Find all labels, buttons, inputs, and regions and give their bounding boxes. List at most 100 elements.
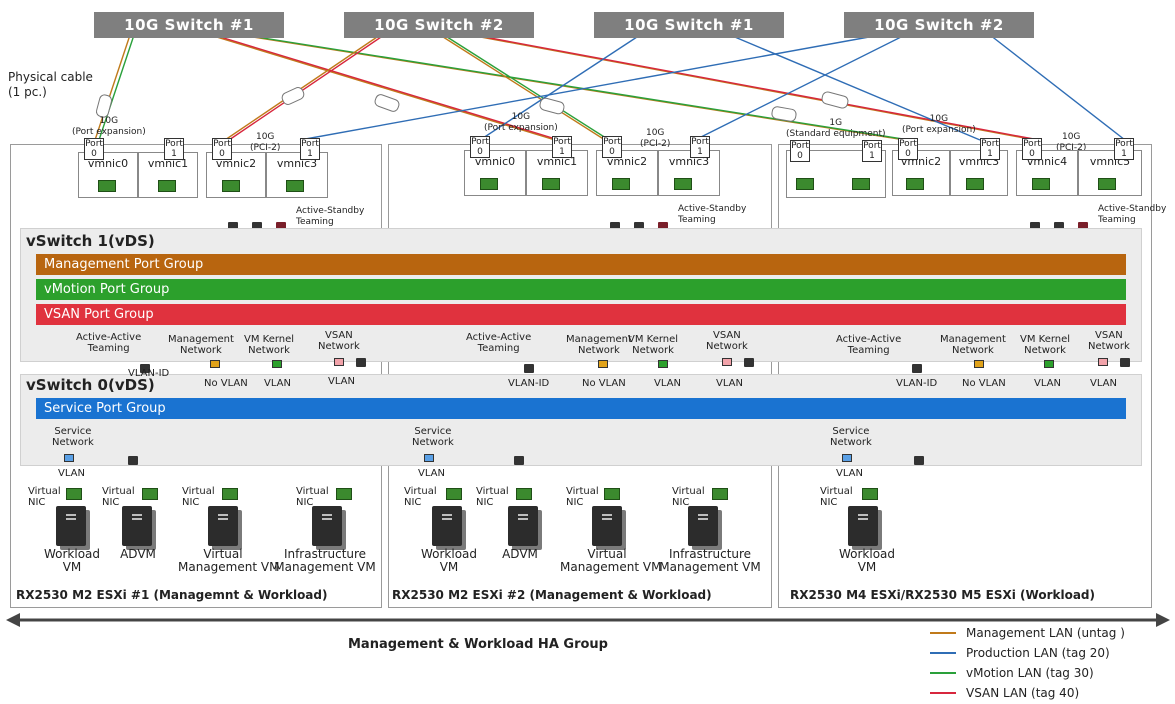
legend-production: Production LAN (tag 20) <box>930 646 1110 660</box>
ha-group-label: Management & Workload HA Group <box>348 637 608 652</box>
mgmt-port-icon <box>210 360 220 368</box>
vlan-id-label: VLAN-ID <box>896 378 938 389</box>
nic-chip-icon <box>542 178 560 190</box>
vsan-network-label: VSAN Network <box>706 330 748 352</box>
nic-chip-icon <box>852 178 870 190</box>
port-group-label: VSAN Port Group <box>44 307 154 322</box>
vmk-port-icon <box>524 364 534 373</box>
vm-name: ADVM <box>120 547 156 561</box>
virtual-nic-label: Virtual NIC <box>476 486 509 508</box>
service-port-icon <box>128 456 138 465</box>
physical-cable-label: Physical cable (1 pc.) <box>8 70 93 99</box>
vm-server-icon <box>122 506 152 546</box>
teaming-as-label: Active-Standby Teaming <box>1098 204 1167 225</box>
vm-name: Infrastructure Management VM <box>274 547 376 574</box>
service-port-icon <box>842 454 852 462</box>
vlan-label: VLAN <box>654 378 681 389</box>
vmotion-port-icon <box>272 360 282 368</box>
nic-label-standard: 1G (Standard equipment) <box>786 118 886 139</box>
virtual-nic-label: Virtual NIC <box>566 486 599 508</box>
vlan-label: VLAN <box>836 468 863 479</box>
service-port-icon <box>914 456 924 465</box>
legend-swatch <box>930 652 956 654</box>
virtual-nic-label: Virtual NIC <box>820 486 853 508</box>
legend-label: vMotion LAN (tag 30) <box>966 666 1094 680</box>
nic-label-port-expansion: 10G (Port expansion) <box>902 114 976 135</box>
teaming-aa-label: Active-Active Teaming <box>466 332 532 354</box>
legend-label: Production LAN (tag 20) <box>966 646 1110 660</box>
nic-chip-icon <box>222 180 240 192</box>
legend-vmotion: vMotion LAN (tag 30) <box>930 666 1094 680</box>
vmk-port-icon <box>356 358 366 367</box>
vsan-port-icon <box>722 358 732 366</box>
switch-label: 10G Switch #1 <box>124 16 254 34</box>
vsan-network-label: VSAN Network <box>1088 330 1130 352</box>
uplink-port-icon <box>276 222 286 231</box>
legend-swatch <box>930 672 956 674</box>
port-0: Port 0 <box>470 136 490 158</box>
vmkernel-network-label: VM Kernel Network <box>1020 334 1071 356</box>
switch-2a: 10G Switch #2 <box>344 12 534 38</box>
switch-label: 10G Switch #2 <box>374 16 504 34</box>
vm-server-icon <box>592 506 622 546</box>
switch-2b: 10G Switch #2 <box>844 12 1034 38</box>
vm-server-icon <box>848 506 878 546</box>
vnic-icon <box>712 488 728 500</box>
nic-label-pci2: 10G (PCI-2) <box>250 132 281 153</box>
virtual-nic-label: Virtual NIC <box>672 486 705 508</box>
switch-1a: 10G Switch #1 <box>94 12 284 38</box>
vm-name: Workload VM <box>838 547 896 574</box>
nic-label-port-expansion: 10G (Port expansion) <box>484 112 558 133</box>
switch-label: 10G Switch #2 <box>874 16 1004 34</box>
vlan-id-label: VLAN-ID <box>508 378 550 389</box>
vmotion-port-group: vMotion Port Group <box>36 279 1126 300</box>
uplink-port-icon <box>252 222 262 231</box>
uplink-port-icon <box>658 222 668 231</box>
host-2-title: RX2530 M2 ESXi #2 (Management & Workload… <box>392 588 712 602</box>
vlan-label: VLAN <box>58 468 85 479</box>
vmkernel-network-label: VM Kernel Network <box>244 334 295 356</box>
nic-chip-icon <box>286 180 304 192</box>
vmk-port-icon <box>912 364 922 373</box>
vmotion-port-icon <box>658 360 668 368</box>
port-0: Port 0 <box>602 136 622 158</box>
mgmt-port-icon <box>974 360 984 368</box>
nic-chip-icon <box>612 178 630 190</box>
no-vlan-label: No VLAN <box>204 378 248 389</box>
port-group-label: Service Port Group <box>44 401 166 416</box>
vmnic-label: vmnic3 <box>668 155 710 168</box>
vm-server-icon <box>432 506 462 546</box>
vswitch1-title: vSwitch 1(vDS) <box>26 232 155 250</box>
port-1: Port 1 <box>1114 138 1134 160</box>
vm-server-icon <box>508 506 538 546</box>
vmkernel-network-label: VM Kernel Network <box>628 334 679 356</box>
port-1: Port 1 <box>300 138 320 160</box>
management-network-label: Management Network <box>566 334 632 356</box>
port-group-label: vMotion Port Group <box>44 282 170 297</box>
vsan-network-label: VSAN Network <box>318 330 360 352</box>
vmk-port-icon <box>744 358 754 367</box>
vsan-port-group: VSAN Port Group <box>36 304 1126 325</box>
teaming-as-label: Active-Standby Teaming <box>678 204 747 225</box>
vm-name: ADVM <box>502 547 538 561</box>
uplink-port-icon <box>1030 222 1040 231</box>
port-1: Port 1 <box>552 136 572 158</box>
uplink-port-icon <box>228 222 238 231</box>
legend-label: VSAN LAN (tag 40) <box>966 686 1080 700</box>
legend-swatch <box>930 692 956 694</box>
vmnic-label: vmnic2 <box>606 155 648 168</box>
vswitch0-title: vSwitch 0(vDS) <box>26 376 155 394</box>
vlan-label: VLAN <box>1034 378 1061 389</box>
port-0: Port 0 <box>898 138 918 160</box>
vnic-icon <box>66 488 82 500</box>
vm-name: Infrastructure Management VM <box>659 547 761 574</box>
switch-label: 10G Switch #1 <box>624 16 754 34</box>
nic-chip-icon <box>674 178 692 190</box>
nic-chip-icon <box>480 178 498 190</box>
port-0: Port 0 <box>84 138 104 160</box>
virtual-nic-label: Virtual NIC <box>296 486 329 508</box>
port-1: Port 1 <box>164 138 184 160</box>
service-network-label: Service Network <box>412 426 454 448</box>
port-1: Port 1 <box>862 140 882 162</box>
port-1: Port 1 <box>690 136 710 158</box>
